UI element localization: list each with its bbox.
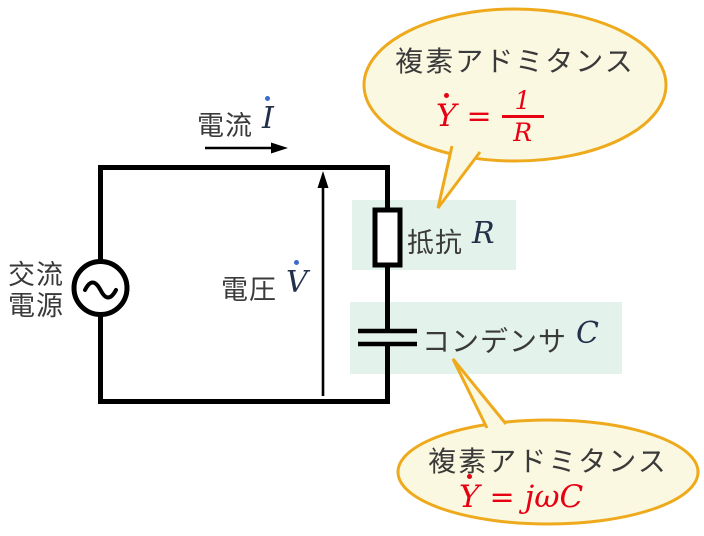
overdot-icon [294,260,300,265]
voltage-label-text: 電圧 [221,275,277,305]
fraction-denominator: R [513,118,533,147]
sine-wave-icon [83,280,118,300]
ac-source-label-line1: 交流 [8,260,64,290]
wire-bottom-section [98,314,390,404]
top-bubble [362,7,668,163]
wire-top-section [98,165,390,262]
admittance-symbol: Y [436,93,456,132]
ac-source-label: 交流 電源 [0,260,72,322]
fraction: 1 R [501,86,544,147]
current-arrowhead-icon [271,142,288,154]
admittance-symbol: Y [459,474,479,513]
bottom-bubble-tail [451,358,508,429]
bottom-bubble-title: 複素アドミタンス [428,446,668,477]
resistor-label-text: 抵抗 [407,228,463,258]
equals-sign: = [489,480,515,515]
resistor-label: 抵抗 R [407,216,495,260]
equals-sign: = [466,99,492,134]
voltage-arrowhead-icon [317,171,329,188]
bottom-bubble [396,418,700,526]
current-label-text: 電流 [197,111,253,141]
top-bubble-formula: Y = 1 R [436,86,544,147]
voltage-label: 電圧 V [221,260,308,307]
top-bubble-tail [436,145,482,209]
resistor-symbol-text: R [472,216,495,251]
overdot-icon [466,474,472,479]
fraction-bar [501,115,544,118]
capacitor-highlight-box [350,302,622,374]
formula-rhs: jωC [524,479,584,515]
voltage-symbol: V [286,260,308,298]
top-bubble-title: 複素アドミタンス [395,46,635,77]
overdot-icon [443,93,449,98]
overdot-icon [265,96,271,101]
current-symbol: I [262,96,274,134]
capacitor-symbol-text: C [576,316,599,351]
fraction-numerator: 1 [514,86,531,115]
capacitor-label-text: コンデンサ [422,326,568,357]
capacitor-label: コンデンサ C [422,316,599,360]
ac-source-label-line2: 電源 [8,291,64,321]
current-label: 電流 I [197,96,274,143]
bottom-bubble-formula: Y = jωC [459,474,584,515]
resistor-symbol [372,207,403,268]
